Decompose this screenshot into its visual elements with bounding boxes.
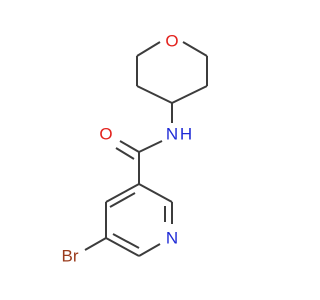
bond-c3-c4-py-inner bbox=[109, 192, 136, 208]
bonds bbox=[84, 41, 208, 257]
bond-c3-c4 bbox=[136, 85, 173, 104]
ring-oxygen-label: O bbox=[165, 32, 178, 51]
atom-labels: O N H O N Br bbox=[62, 32, 193, 266]
bond-c5-c6-py-inner bbox=[112, 233, 140, 249]
bond-c6-n-py bbox=[138, 243, 161, 257]
amide-nitrogen-label: N bbox=[166, 125, 178, 144]
bond-c4-c5 bbox=[171, 85, 208, 104]
amide-hydrogen-label: H bbox=[180, 125, 192, 144]
bond-n-carbonyl bbox=[138, 140, 163, 153]
bond-o-c2 bbox=[136, 41, 161, 57]
carbonyl-oxygen-label: O bbox=[99, 125, 112, 144]
bond-carbonyl-o-1 bbox=[119, 140, 140, 153]
bond-c2-c3-py bbox=[138, 183, 173, 203]
pyridine-nitrogen-label: N bbox=[166, 229, 178, 248]
bond-carbonyl-o-2 bbox=[115, 147, 135, 160]
bromine-label: Br bbox=[62, 247, 79, 266]
bond-c6-o bbox=[182, 41, 208, 57]
bond-c5-br bbox=[84, 237, 107, 251]
bond-c5-c6-py bbox=[105, 237, 140, 257]
molecule-structure: O N H O N Br bbox=[62, 32, 208, 266]
bond-c3-c4-py bbox=[105, 183, 140, 203]
